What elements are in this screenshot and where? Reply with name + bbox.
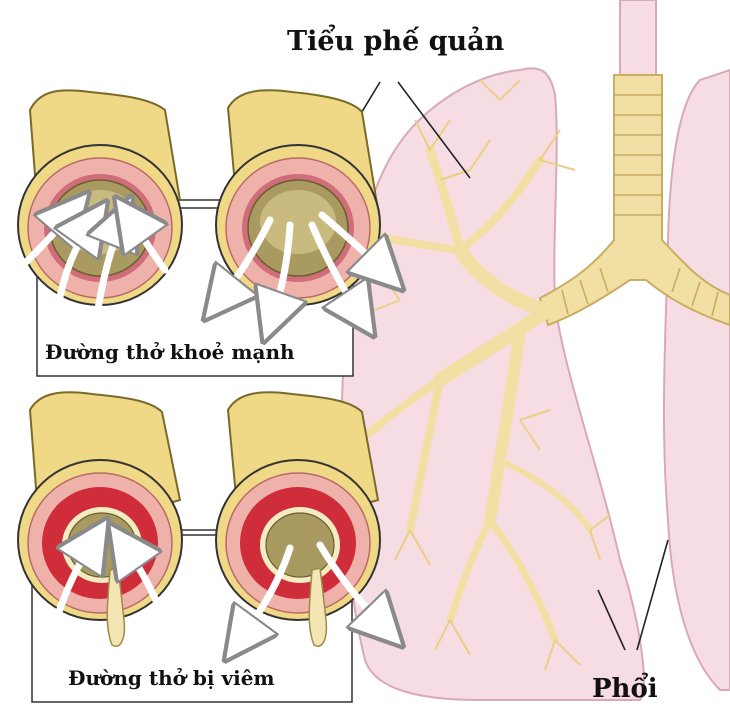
bronchiole-twigs	[344, 79, 611, 671]
healthy-inhale-arrows	[11, 212, 165, 334]
healthy-airway-panel	[11, 89, 385, 377]
inflamed-exhale-arrows	[240, 541, 385, 640]
healthy-exhale-arrows	[220, 211, 385, 318]
trachea	[538, 74, 730, 327]
mucus-drip-left	[106, 567, 126, 647]
healthy-airway-label: Đường thở khoẻ mạnh	[45, 340, 295, 364]
inflamed-airway-right	[215, 391, 381, 647]
trachea-rings	[561, 94, 719, 317]
right-lung	[662, 68, 730, 691]
bronchioles-label: Tiểu phế quản	[287, 26, 505, 57]
trachea-tube	[619, 0, 657, 81]
inflamed-airway-label: Đường thở bị viêm	[68, 666, 275, 690]
inflamed-airway-panel	[17, 391, 385, 703]
healthy-airway-left	[17, 89, 183, 306]
bronchiole-branches	[356, 145, 593, 644]
leader-lines	[347, 81, 669, 651]
left-lung	[340, 67, 645, 701]
lungs-label: Phổi	[592, 674, 658, 704]
inflamed-inhale-arrows	[51, 540, 164, 629]
bronchial-tree	[344, 0, 730, 671]
mucus-drip-right	[308, 567, 328, 647]
